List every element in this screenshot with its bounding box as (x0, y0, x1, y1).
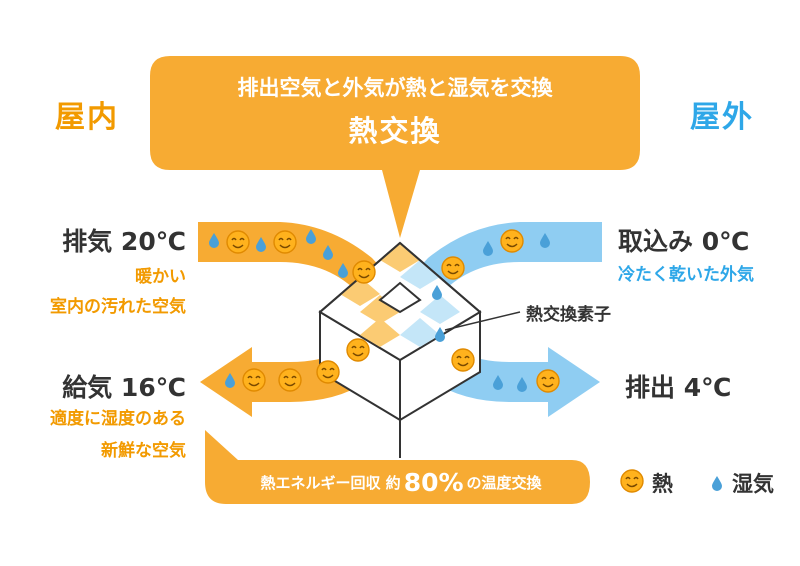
indoor-title: 屋内 (55, 100, 119, 135)
recovery-percent: 80% (403, 467, 464, 497)
outdoor-title: 屋外 (690, 100, 754, 135)
heat-exchanger-cube (318, 241, 482, 458)
callout-subtitle: 排出空気と外気が熱と湿気を交換 (237, 76, 553, 100)
element-leader-line (444, 311, 521, 331)
bottom-pill-text: 熱エネルギー回収 約 80% の温度交換 (216, 462, 586, 502)
exhaust-desc-1: 暖かい (135, 267, 186, 287)
supply-desc-2: 新鮮な空気 (101, 441, 186, 461)
callout-title: 熱交換 (348, 114, 442, 148)
discharge-label: 排出 4℃ (625, 373, 732, 402)
recovery-text: 熱エネルギー回収 約 (260, 473, 401, 492)
intake-desc-1: 冷たく乾いた外気 (618, 265, 754, 285)
element-label: 熱交換素子 (526, 305, 611, 325)
intake-label: 取込み 0℃ (618, 227, 750, 256)
recovery-text-suffix: の温度交換 (466, 473, 542, 492)
exhaust-label: 排気 20℃ (62, 227, 186, 256)
bottom-pill (205, 430, 590, 504)
callout-bubble (150, 56, 640, 238)
exhaust-desc-2: 室内の汚れた空気 (50, 297, 186, 317)
supply-arrow (200, 318, 405, 417)
legend-heat-label: 熱 (652, 472, 673, 496)
supply-desc-1: 適度に湿度のある (50, 409, 186, 429)
legend-moisture-label: 湿気 (732, 472, 774, 496)
supply-label: 給気 16℃ (62, 373, 186, 402)
